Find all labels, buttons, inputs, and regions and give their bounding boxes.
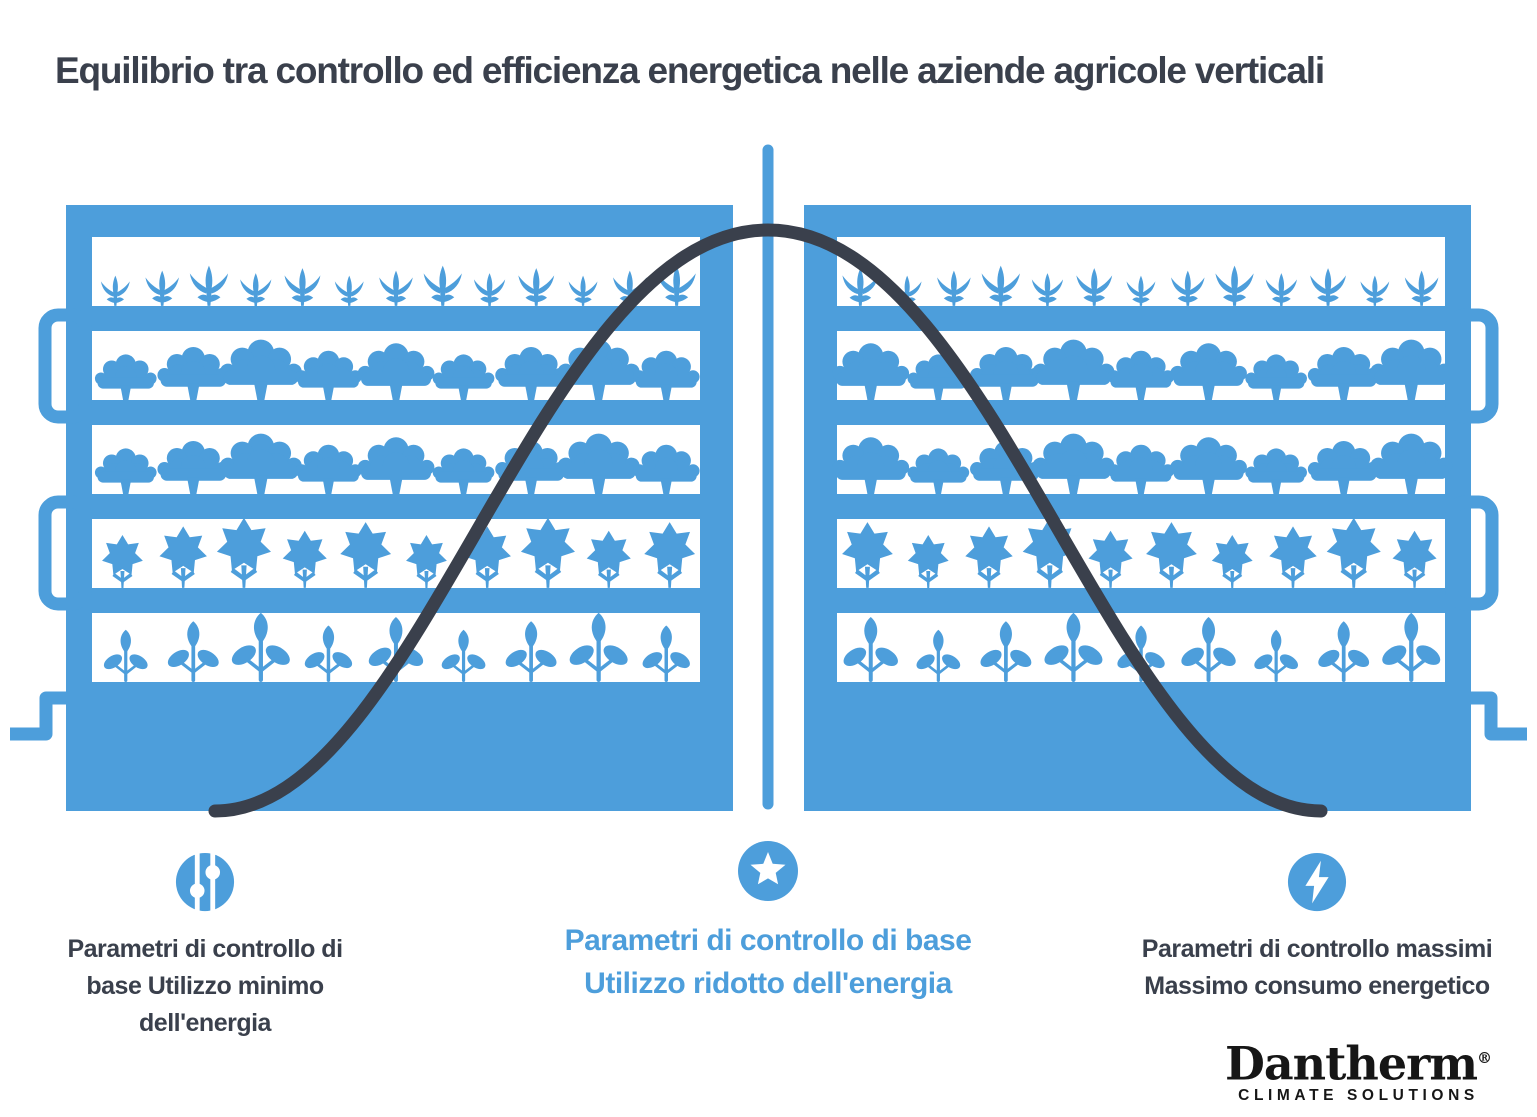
lightning-icon xyxy=(1287,852,1347,912)
left-rack-pipe xyxy=(10,691,70,741)
legend-item-max-energy: Parametri di controllo massimi Massimo c… xyxy=(1102,851,1532,1005)
legend-item-minimum-energy: Parametri di controllo di base Utilizzo … xyxy=(25,851,385,1042)
legend-right-line-1: Parametri di controllo massimi xyxy=(1141,935,1493,963)
bell-curve xyxy=(208,223,1328,818)
legend-left-label: Parametri di controllo di base Utilizzo … xyxy=(67,931,343,1042)
logo-brand: Dantherm® xyxy=(1225,1036,1492,1086)
right-rack-pipe xyxy=(1467,691,1527,741)
registered-mark: ® xyxy=(1477,1049,1492,1067)
legend-center-label: Parametri di controllo di base Utilizzo … xyxy=(565,919,972,1005)
legend-left-line-3: dell'energia xyxy=(139,1009,271,1037)
legend-center-line-1: Parametri di controllo di base xyxy=(564,924,972,957)
left-rack-bracket-bottom xyxy=(38,495,92,611)
right-rack-bracket-top xyxy=(1445,308,1499,424)
sliders-icon xyxy=(175,851,235,913)
legend-center-line-2: Utilizzo ridotto dell'energia xyxy=(584,967,952,1000)
dantherm-logo: Dantherm® CLIMATE SOLUTIONS xyxy=(1225,1036,1492,1105)
star-icon xyxy=(738,841,798,901)
page-title: Equilibrio tra controllo ed efficienza e… xyxy=(55,50,1325,91)
legend-right-label: Parametri di controllo massimi Massimo c… xyxy=(1141,931,1493,1005)
logo-brand-text: Dantherm xyxy=(1224,1036,1478,1091)
legend-left-line-2: base Utilizzo minimo xyxy=(86,972,324,1000)
logo-tagline: CLIMATE SOLUTIONS xyxy=(1238,1087,1479,1105)
legend-right-line-2: Massimo consumo energetico xyxy=(1144,972,1490,1000)
right-rack-bracket-bottom xyxy=(1445,495,1499,611)
left-rack-bracket-top xyxy=(38,308,92,424)
legend-left-line-1: Parametri di controllo di xyxy=(67,935,343,963)
legend-item-reduced-energy: Parametri di controllo di base Utilizzo … xyxy=(528,839,1008,1005)
